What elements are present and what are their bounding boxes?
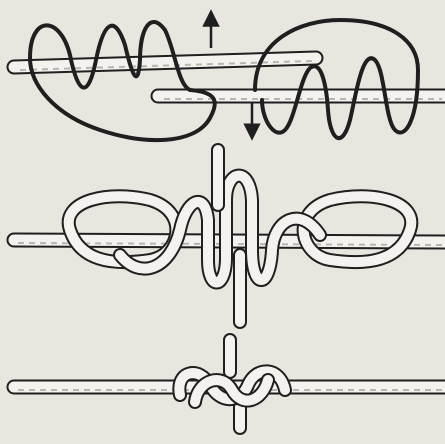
right-wire-path <box>255 20 418 138</box>
left-rope <box>14 58 316 70</box>
step-2-panel <box>14 150 445 322</box>
left-wire-path <box>30 22 215 140</box>
step-1-panel <box>14 18 445 140</box>
step-3-panel <box>14 340 445 428</box>
right-rope <box>158 96 445 99</box>
